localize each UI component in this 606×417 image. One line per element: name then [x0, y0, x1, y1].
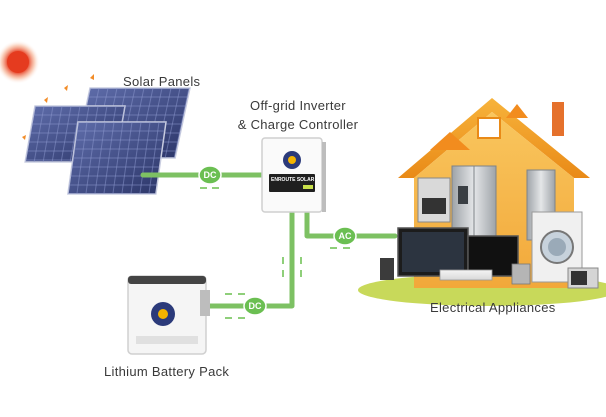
battery-icon: [127, 275, 210, 355]
cable-inverter-appliances: [304, 209, 398, 239]
sun-icon: [0, 40, 40, 84]
kettle: [511, 263, 531, 285]
speaker: [380, 258, 394, 280]
solar-panels-label: Solar Panels: [123, 74, 201, 89]
appliances-cluster: [380, 165, 599, 289]
inverter-label-line2: & Charge Controller: [237, 117, 359, 132]
inverter-label-line1: Off-grid Inverter: [250, 98, 346, 113]
inverter-icon: ENROUTE SOLAR: [261, 137, 326, 213]
solar-panel-icon: [24, 87, 191, 195]
cable-inverter-battery: [202, 209, 295, 309]
ac-label: AC: [339, 231, 352, 241]
dc-label-bottom: DC: [249, 301, 262, 311]
flow-arrows: [200, 187, 350, 319]
dc-label-top: DC: [204, 170, 217, 180]
inverter-brand: ENROUTE SOLAR: [271, 177, 315, 183]
monitor: [467, 235, 519, 277]
badge-dc-panel: DC: [198, 165, 222, 185]
dvd-player: [439, 269, 493, 281]
badge-ac: AC: [333, 226, 357, 246]
battery-label: Lithium Battery Pack: [104, 364, 230, 379]
appliances-label: Electrical Appliances: [430, 300, 556, 315]
badge-dc-battery: DC: [243, 296, 267, 316]
